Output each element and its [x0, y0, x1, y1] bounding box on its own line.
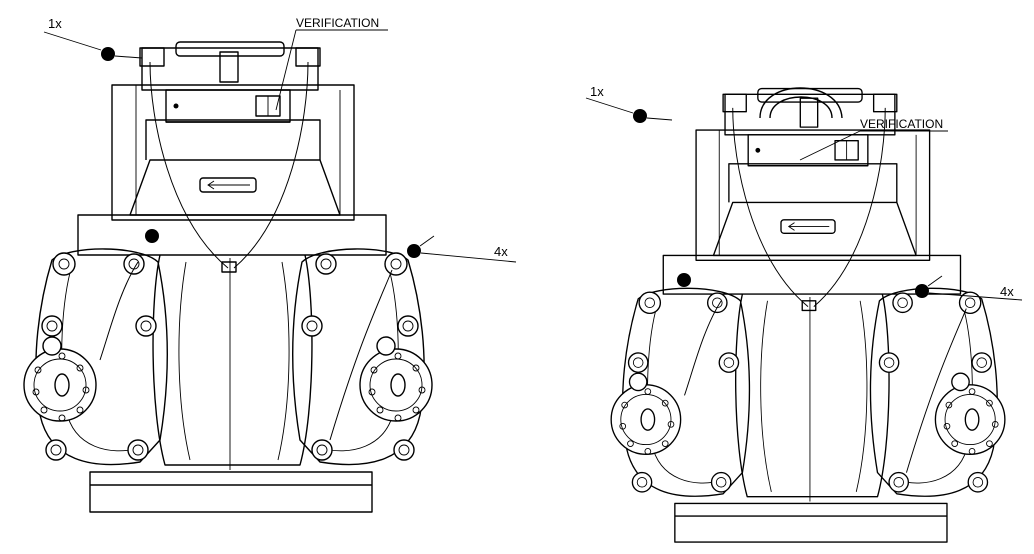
seal-count-top-label-right: 1x [590, 84, 604, 99]
seal-count-side-label-left: 4x [494, 244, 508, 259]
verification-leader-left [275, 29, 388, 111]
seal-count-side-label-right: 4x [1000, 284, 1014, 299]
seal-marker-side-left [145, 229, 517, 263]
verification-label-right: VERIFICATION [860, 117, 943, 131]
seal-marker-top-right [585, 97, 673, 123]
verification-leader-right [799, 130, 948, 161]
seal-marker-top-left [43, 31, 143, 61]
seal-count-top-label-left: 1x [48, 16, 62, 31]
meter-view-left [23, 41, 433, 513]
verification-label-left: VERIFICATION [296, 16, 379, 30]
seal-marker-side-right [677, 273, 1023, 301]
meter-view-right [610, 87, 1006, 543]
